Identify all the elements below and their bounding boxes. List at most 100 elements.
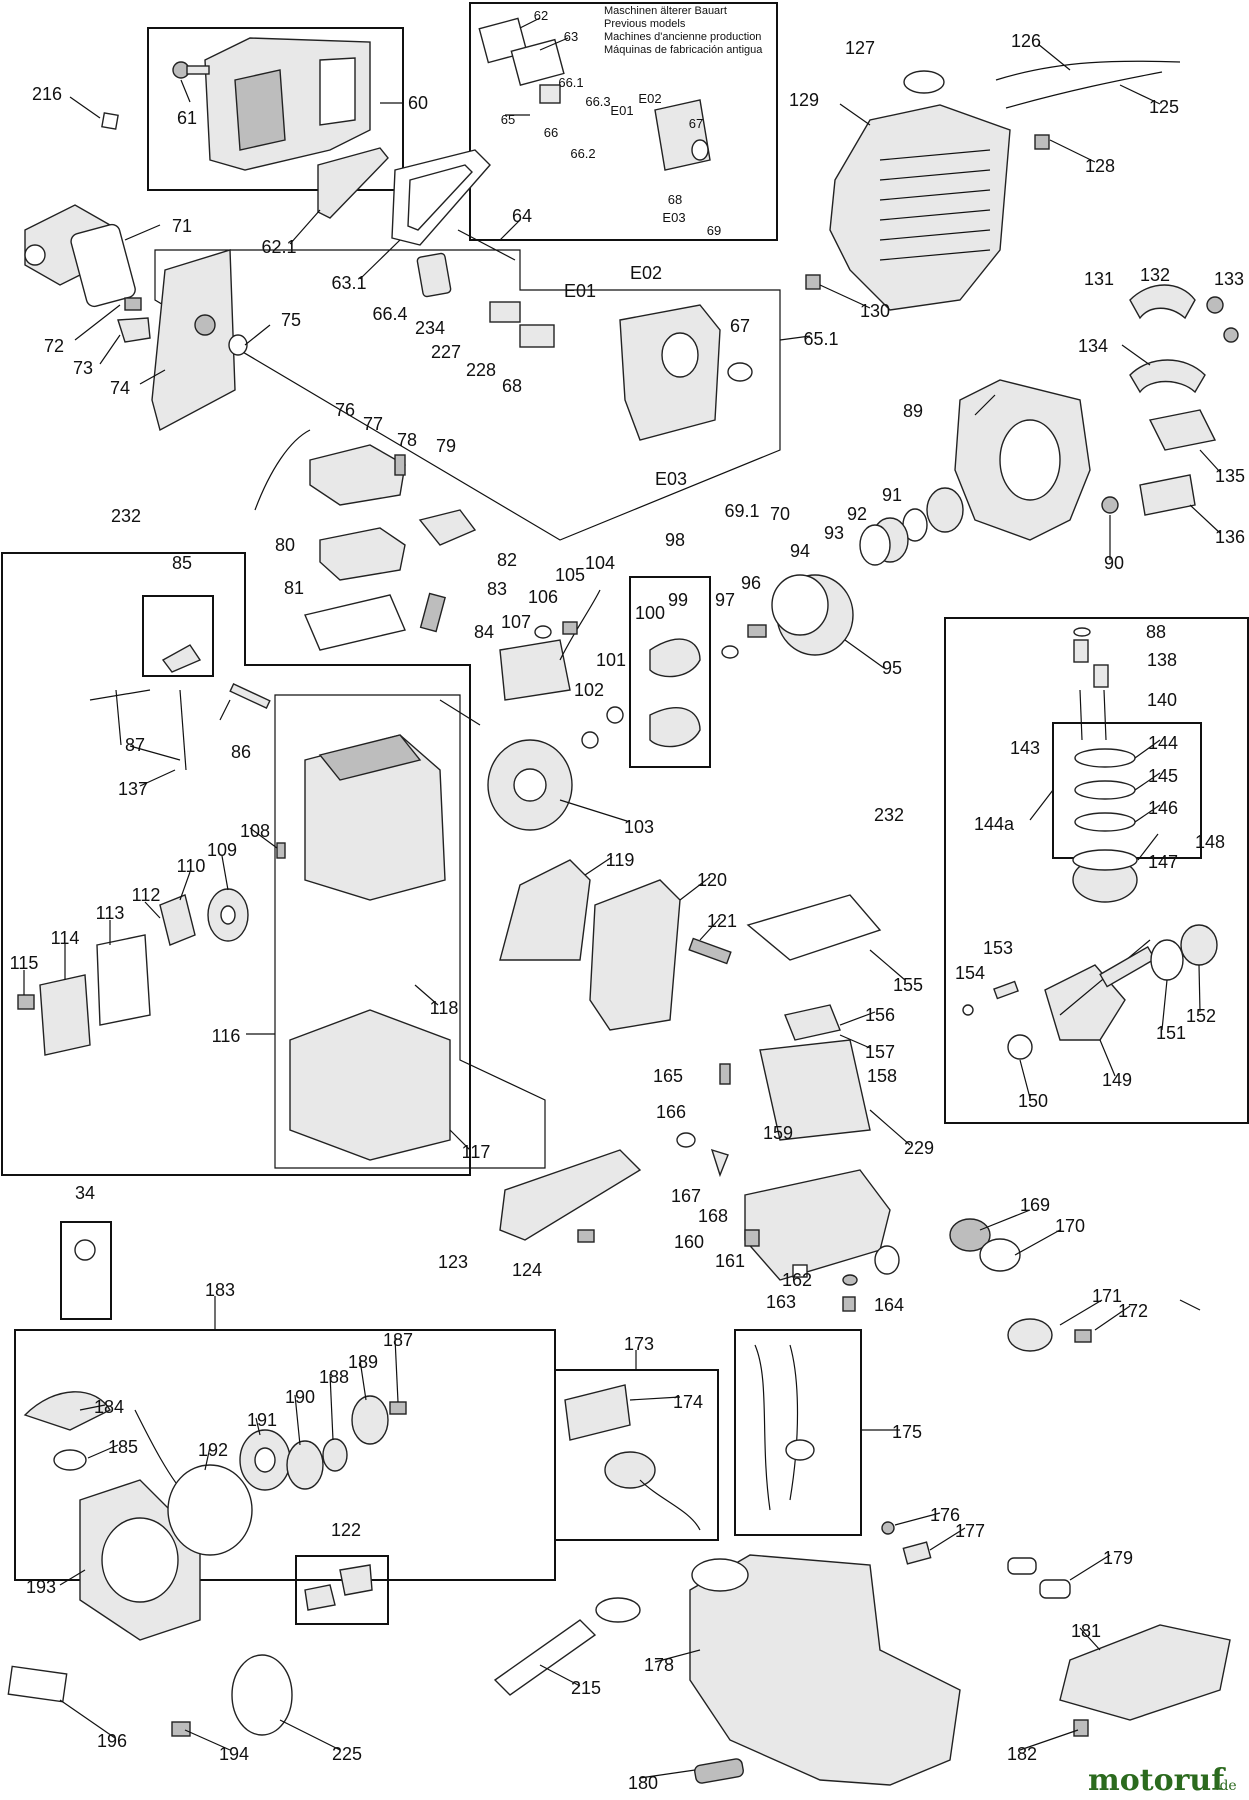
- callout-65-1: 65.1: [803, 329, 838, 349]
- callout-124: 124: [512, 1260, 542, 1280]
- callout-154: 154: [955, 963, 985, 983]
- callout-e03: E03: [662, 210, 685, 225]
- callout-234: 234: [415, 318, 445, 338]
- callout-60: 60: [408, 93, 428, 113]
- callout-131: 131: [1084, 269, 1114, 289]
- callout-155: 155: [893, 975, 923, 995]
- callout-183: 183: [205, 1280, 235, 1300]
- callout-84: 84: [474, 622, 494, 642]
- group-boxes: [1, 2, 1249, 1625]
- callout-100: 100: [635, 603, 665, 623]
- callout-152: 152: [1186, 1006, 1216, 1026]
- callout-107: 107: [501, 612, 531, 632]
- callout-129: 129: [789, 90, 819, 110]
- callout-95: 95: [882, 658, 902, 678]
- callout-158: 158: [867, 1066, 897, 1086]
- callout-96: 96: [741, 573, 761, 593]
- callout-194: 194: [219, 1744, 249, 1764]
- callout-72: 72: [44, 336, 64, 356]
- note-line-es: Máquinas de fabricación antigua: [604, 44, 763, 56]
- callout-128: 128: [1085, 156, 1115, 176]
- callout-125: 125: [1149, 97, 1179, 117]
- callout-102: 102: [574, 680, 604, 700]
- callout-130: 130: [860, 301, 890, 321]
- callout-66-3: 66.3: [585, 94, 610, 109]
- callout-118: 118: [430, 998, 459, 1018]
- callout-70: 70: [770, 504, 790, 524]
- callout-112: 112: [132, 885, 161, 905]
- callout-e02: E02: [630, 263, 662, 283]
- callout-174: 174: [673, 1392, 703, 1412]
- callout-173: 173: [624, 1334, 654, 1354]
- watermark-brand: motoruf: [1088, 1763, 1226, 1798]
- callout-80: 80: [275, 535, 295, 555]
- callout-67: 67: [689, 116, 703, 131]
- callout-166: 166: [656, 1102, 686, 1122]
- callout-119: 119: [606, 850, 635, 870]
- note-line-de: Maschinen älterer Bauart: [604, 5, 727, 17]
- callout-75: 75: [281, 310, 301, 330]
- callout-76: 76: [335, 400, 355, 420]
- callout-147: 147: [1148, 852, 1178, 872]
- callout-146: 146: [1148, 798, 1178, 818]
- callout-66: 66: [544, 125, 558, 140]
- callout-132: 132: [1140, 265, 1170, 285]
- callout-170: 170: [1055, 1216, 1085, 1236]
- callout-179: 179: [1103, 1548, 1133, 1568]
- callout-227: 227: [431, 342, 461, 362]
- callout-64: 64: [512, 206, 532, 226]
- callout-120: 120: [697, 870, 727, 890]
- callout-69: 69: [707, 223, 721, 238]
- callout-68: 68: [668, 192, 682, 207]
- callout-34: 34: [75, 1183, 95, 1203]
- callout-175: 175: [892, 1422, 922, 1442]
- callout-e01: E01: [610, 103, 633, 118]
- callout-98: 98: [665, 530, 685, 550]
- callout-225: 225: [332, 1744, 362, 1764]
- callout-164: 164: [874, 1295, 904, 1315]
- callout-71: 71: [172, 216, 192, 236]
- callout-69-1: 69.1: [724, 501, 759, 521]
- callout-145: 145: [1148, 766, 1178, 786]
- callout-67: 67: [730, 316, 750, 336]
- callout-74: 74: [110, 378, 130, 398]
- callout-191: 191: [247, 1410, 277, 1430]
- callout-178: 178: [644, 1655, 674, 1675]
- watermark-logo: motoruf .de: [1088, 1763, 1237, 1798]
- callout-196: 196: [97, 1731, 127, 1751]
- callout-162: 162: [782, 1270, 812, 1290]
- callout-127: 127: [845, 38, 875, 58]
- callout-184: 184: [94, 1397, 124, 1417]
- callout-232: 232: [111, 506, 141, 526]
- callout-137: 137: [118, 779, 148, 799]
- watermark-suffix: .de: [1215, 1778, 1237, 1794]
- callout-83: 83: [487, 579, 507, 599]
- callout-104: 104: [585, 553, 615, 573]
- note-line-en: Previous models: [604, 18, 686, 30]
- callout-99: 99: [668, 590, 688, 610]
- callout-232: 232: [874, 805, 904, 825]
- callout-134: 134: [1078, 336, 1108, 356]
- callout-169: 169: [1020, 1195, 1050, 1215]
- callout-108: 108: [240, 821, 270, 841]
- callout-115: 115: [10, 953, 39, 973]
- callout-101: 101: [596, 650, 626, 670]
- callout-106: 106: [528, 587, 558, 607]
- callout-e01: E01: [564, 281, 596, 301]
- callout-63-1: 63.1: [331, 273, 366, 293]
- callout-185: 185: [108, 1437, 138, 1457]
- callout-167: 167: [671, 1186, 701, 1206]
- callout-151: 151: [1156, 1023, 1186, 1043]
- callout-165: 165: [653, 1066, 683, 1086]
- callout-157: 157: [865, 1042, 895, 1062]
- callout-114: 114: [51, 928, 80, 948]
- callout-140: 140: [1147, 690, 1177, 710]
- callout-181: 181: [1071, 1621, 1101, 1641]
- part-drawings: [7, 17, 1239, 1786]
- callout-150: 150: [1018, 1091, 1048, 1111]
- callout-192: 192: [198, 1440, 228, 1460]
- callout-65: 65: [501, 112, 515, 127]
- callout-97: 97: [715, 590, 735, 610]
- callout-143: 143: [1010, 738, 1040, 758]
